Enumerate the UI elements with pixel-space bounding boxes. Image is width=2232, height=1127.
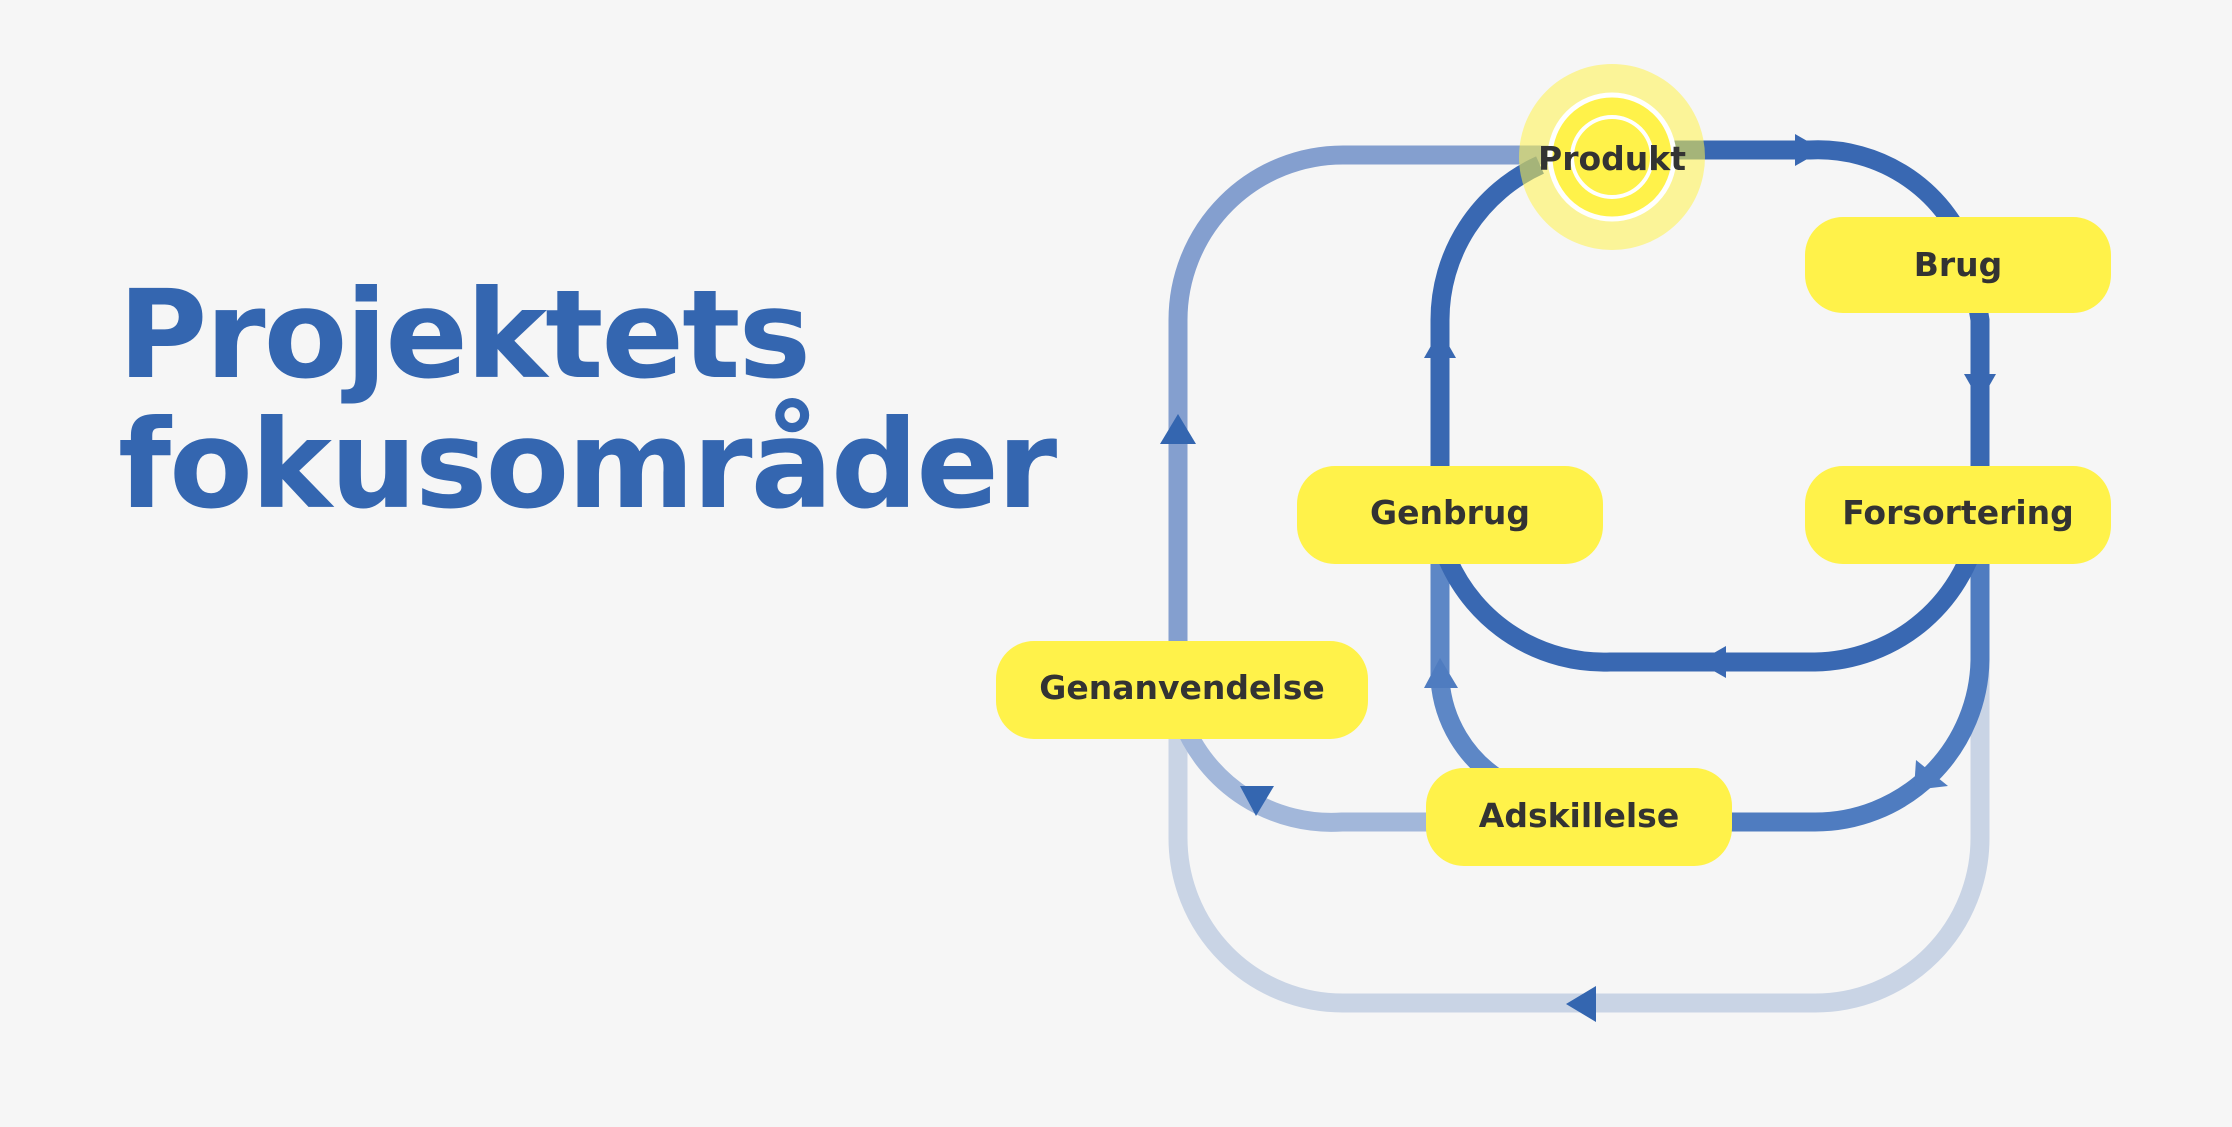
arrow-brug-forsortering [1964,374,1996,402]
node-adskillelse-label: Adskillelse [1479,796,1679,835]
middle-loop-right-path [1720,540,1990,832]
produkt-ring [1547,92,1677,222]
page-title: Projektets fokusområder [118,264,1057,536]
produkt-inner-ring [1570,115,1654,199]
arrow-produkt-brug [1795,134,1823,166]
arrow-outer-bottom [1566,986,1596,1022]
node-produkt: Produkt [1519,64,1705,250]
node-genbrug: Genbrug [1297,466,1603,564]
arrow-forsortering-adskillelse [1914,760,1948,790]
arrow-genanvendelse-adskillelse [1240,786,1274,816]
node-brug-label: Brug [1914,245,2003,284]
node-genanvendelse: Genanvendelse [996,641,1368,739]
node-adskillelse: Adskillelse [1426,768,1732,866]
node-brug: Brug [1805,217,2111,313]
node-produkt-label: Produkt [1538,139,1686,178]
node-forsortering: Forsortering [1805,466,2111,564]
node-genanvendelse-label: Genanvendelse [1039,668,1324,707]
arrow-genbrug-produkt [1424,330,1456,358]
inner-loop-path [1430,140,1990,672]
upper-left-loop-path [1168,145,1612,690]
node-genbrug-label: Genbrug [1370,493,1530,532]
page-title-line-2: fokusområder [118,394,1057,536]
page-title-line-1: Projektets [118,264,811,406]
arrow-adskillelse-genbrug [1424,658,1458,688]
node-forsortering-label: Forsortering [1842,493,2074,532]
arrow-forsortering-genbrug [1698,646,1726,678]
arrow-genanvendelse-produkt [1160,414,1196,444]
